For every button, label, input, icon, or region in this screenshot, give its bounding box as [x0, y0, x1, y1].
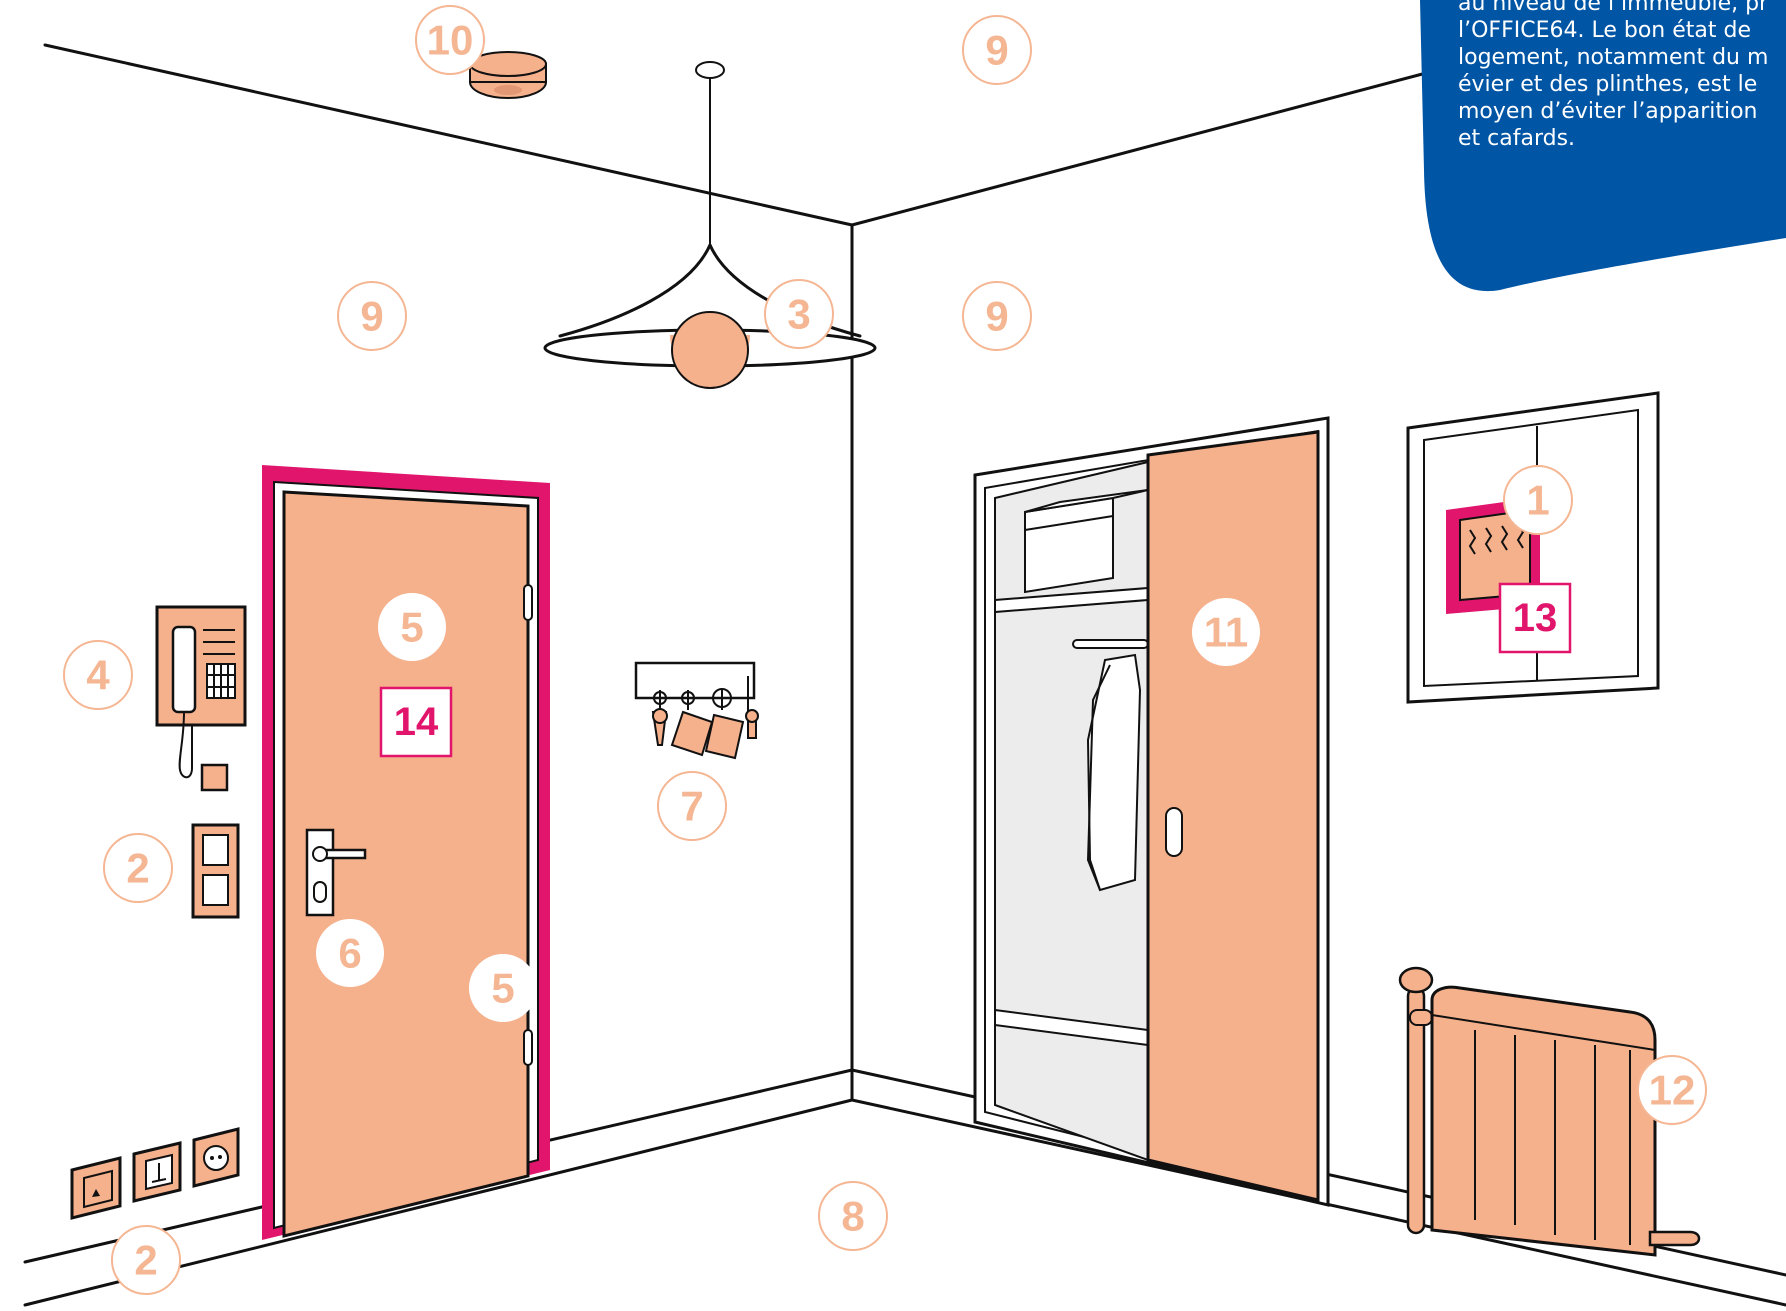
label-7: 7	[658, 772, 726, 840]
label-8: 8	[819, 1182, 887, 1250]
label-6: 6	[316, 919, 384, 987]
label-4: 4	[64, 641, 132, 709]
wardrobe-closet	[975, 418, 1328, 1205]
electrical-panel	[1408, 393, 1658, 702]
light-switch-icon	[193, 825, 238, 917]
info-box: au niveau de l’immeuble, pr l’OFFICE64. …	[1420, 0, 1786, 291]
svg-text:5: 5	[491, 965, 514, 1012]
svg-text:12: 12	[1649, 1067, 1696, 1114]
label-9-ceiling: 9	[963, 16, 1031, 84]
tag-13: 13	[1500, 584, 1570, 652]
info-line-1: au niveau de l’immeuble, pr	[1458, 0, 1769, 16]
label-5-bottom: 5	[469, 954, 537, 1022]
entrance-door	[262, 465, 550, 1240]
intercom-phone-icon	[157, 607, 245, 790]
info-line-5: moyen d’éviter l’apparition	[1458, 99, 1758, 124]
svg-text:9: 9	[360, 293, 383, 340]
svg-text:2: 2	[126, 845, 149, 892]
info-line-3: logement, notamment du m	[1458, 45, 1768, 70]
svg-text:6: 6	[338, 930, 361, 977]
svg-text:3: 3	[787, 291, 810, 338]
ceiling-lamp-icon	[545, 62, 875, 388]
tag-14: 14	[381, 688, 451, 756]
label-2-outlets: 2	[112, 1226, 180, 1294]
info-line-6: et cafards.	[1458, 126, 1575, 151]
label-3: 3	[765, 280, 833, 348]
svg-text:13: 13	[1513, 596, 1558, 640]
label-10: 10	[416, 6, 484, 74]
svg-text:10: 10	[427, 17, 474, 64]
svg-text:9: 9	[985, 27, 1008, 74]
svg-text:7: 7	[680, 783, 703, 830]
label-5-top: 5	[378, 593, 446, 661]
svg-text:14: 14	[394, 700, 439, 744]
svg-text:4: 4	[86, 652, 110, 699]
svg-text:2: 2	[134, 1237, 157, 1284]
key-rack-icon	[636, 663, 758, 758]
label-9-right-wall: 9	[963, 282, 1031, 350]
label-2-switch: 2	[104, 834, 172, 902]
svg-text:9: 9	[985, 293, 1008, 340]
svg-text:5: 5	[400, 604, 423, 651]
svg-text:8: 8	[841, 1193, 864, 1240]
smoke-detector-icon	[470, 52, 546, 98]
label-1: 1	[1504, 466, 1572, 534]
svg-text:1: 1	[1526, 477, 1549, 524]
info-line-4: évier et des plinthes, est le	[1458, 72, 1757, 97]
label-12: 12	[1638, 1056, 1706, 1124]
svg-text:11: 11	[1204, 609, 1248, 656]
power-outlets-icon	[72, 1129, 238, 1218]
label-9-left-wall: 9	[338, 282, 406, 350]
label-11: 11	[1192, 598, 1260, 666]
info-line-2: l’OFFICE64. Le bon état de	[1458, 18, 1751, 43]
